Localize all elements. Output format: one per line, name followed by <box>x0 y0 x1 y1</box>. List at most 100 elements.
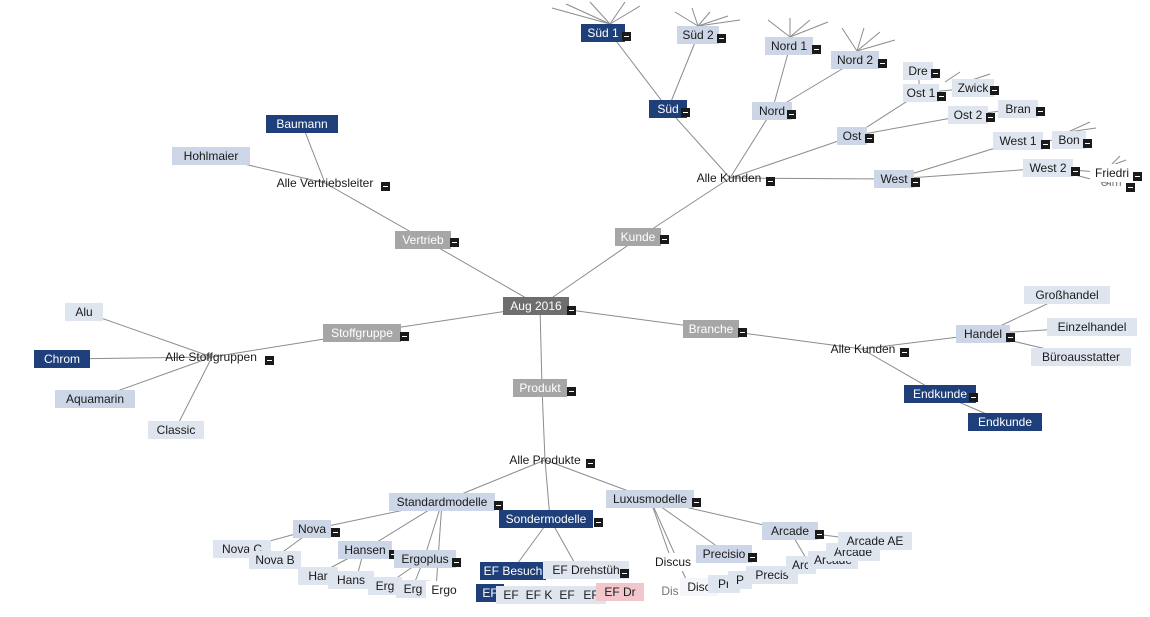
node-nova-b[interactable]: Nova B <box>249 551 301 569</box>
node-luxusmodelle[interactable]: Luxusmodelle <box>606 490 694 508</box>
collapse-icon[interactable] <box>381 182 390 191</box>
collapse-icon[interactable] <box>1126 183 1135 192</box>
collapse-icon[interactable] <box>986 113 995 122</box>
collapse-icon[interactable] <box>331 528 340 537</box>
node-erg-1[interactable]: Erg <box>368 577 402 595</box>
collapse-icon[interactable] <box>787 110 796 119</box>
node-arcade-ae[interactable]: Arcade AE <box>838 532 912 550</box>
collapse-icon[interactable] <box>812 45 821 54</box>
collapse-icon[interactable] <box>494 501 503 510</box>
node-ergoplus[interactable]: Ergoplus <box>394 550 456 568</box>
collapse-icon[interactable] <box>1133 172 1142 181</box>
root-node[interactable]: Aug 2016 <box>503 297 569 315</box>
node-ef-dr[interactable]: EF Dr <box>596 583 644 601</box>
collapse-icon[interactable] <box>990 86 999 95</box>
collapse-icon[interactable] <box>931 69 940 78</box>
node-endkunde[interactable]: Endkunde <box>904 385 976 403</box>
collapse-icon[interactable] <box>969 393 978 402</box>
node-dre[interactable]: Dre <box>903 62 933 80</box>
collapse-icon[interactable] <box>594 518 603 527</box>
collapse-icon[interactable] <box>865 134 874 143</box>
node-ost-1[interactable]: Ost 1 <box>903 84 939 102</box>
node-nord-2[interactable]: Nord 2 <box>831 51 879 69</box>
node-baumann[interactable]: Baumann <box>266 115 338 133</box>
collapse-icon[interactable] <box>738 328 747 337</box>
collapse-icon[interactable] <box>717 34 726 43</box>
collapse-icon[interactable] <box>400 332 409 341</box>
node-west-1[interactable]: West 1 <box>993 132 1043 150</box>
collapse-icon[interactable] <box>900 348 909 357</box>
node-bueroausstatter[interactable]: Büroausstatter <box>1031 348 1131 366</box>
node-standardmodelle[interactable]: Standardmodelle <box>389 493 495 511</box>
collapse-icon[interactable] <box>567 387 576 396</box>
node-friedri[interactable]: Friedri <box>1090 164 1134 182</box>
node-bran[interactable]: Bran <box>998 100 1038 118</box>
collapse-icon[interactable] <box>911 178 920 187</box>
node-ef-b[interactable]: EF <box>496 586 526 604</box>
node-hans[interactable]: Hans <box>328 571 374 589</box>
node-hohlmaier[interactable]: Hohlmaier <box>172 147 250 165</box>
node-sondermodelle[interactable]: Sondermodelle <box>499 510 593 528</box>
node-ergo[interactable]: Ergo <box>426 581 462 599</box>
dimension-vertrieb[interactable]: Vertrieb <box>395 231 451 249</box>
collapse-icon[interactable] <box>1006 333 1015 342</box>
node-endkunde-leaf[interactable]: Endkunde <box>968 413 1042 431</box>
node-west-2[interactable]: West 2 <box>1023 159 1073 177</box>
collapse-icon[interactable] <box>937 92 946 101</box>
node-einzelhandel[interactable]: Einzelhandel <box>1047 318 1137 336</box>
node-nord[interactable]: Nord <box>752 102 792 120</box>
node-alle-produkte[interactable]: Alle Produkte <box>509 453 581 467</box>
node-classic[interactable]: Classic <box>148 421 204 439</box>
node-dis[interactable]: Dis <box>661 584 679 598</box>
collapse-icon[interactable] <box>265 356 274 365</box>
node-west[interactable]: West <box>874 170 914 188</box>
collapse-icon[interactable] <box>692 498 701 507</box>
node-precis[interactable]: Precis <box>746 566 798 584</box>
collapse-icon[interactable] <box>681 108 690 117</box>
collapse-icon[interactable] <box>452 558 461 567</box>
collapse-icon[interactable] <box>748 553 757 562</box>
collapse-icon[interactable] <box>586 459 595 468</box>
dimension-stoffgruppe[interactable]: Stoffgruppe <box>323 324 401 342</box>
collapse-icon[interactable] <box>878 59 887 68</box>
node-sued-1[interactable]: Süd 1 <box>581 24 625 42</box>
node-nord-1[interactable]: Nord 1 <box>765 37 813 55</box>
node-ef-besuch[interactable]: EF Besuch <box>480 562 546 580</box>
node-alle-kunden-branche[interactable]: Alle Kunden <box>830 342 896 356</box>
collapse-icon[interactable] <box>1041 140 1050 149</box>
node-ef-drehstueh[interactable]: EF Drehstüh <box>543 561 629 579</box>
node-sued[interactable]: Süd <box>649 100 687 118</box>
collapse-icon[interactable] <box>766 177 775 186</box>
node-discus[interactable]: Discus <box>650 553 696 571</box>
collapse-icon[interactable] <box>567 306 576 315</box>
node-ost[interactable]: Ost <box>837 127 867 145</box>
collapse-icon[interactable] <box>622 32 631 41</box>
node-ef-k[interactable]: EF K <box>520 586 558 604</box>
dimension-branche[interactable]: Branche <box>683 320 739 338</box>
collapse-icon[interactable] <box>450 238 459 247</box>
node-arcade[interactable]: Arcade <box>762 522 818 540</box>
node-aquamarin[interactable]: Aquamarin <box>55 390 135 408</box>
node-sued-2[interactable]: Süd 2 <box>677 26 719 44</box>
node-alle-vertriebsleiter[interactable]: Alle Vertriebsleiter <box>276 176 374 190</box>
node-chrom[interactable]: Chrom <box>34 350 90 368</box>
collapse-icon[interactable] <box>620 569 629 578</box>
dimension-kunde[interactable]: Kunde <box>615 228 661 246</box>
collapse-icon[interactable] <box>1071 167 1080 176</box>
node-ef-c[interactable]: EF <box>552 586 582 604</box>
node-ost-2[interactable]: Ost 2 <box>948 106 988 124</box>
collapse-icon[interactable] <box>815 530 824 539</box>
node-handel[interactable]: Handel <box>956 325 1010 343</box>
collapse-icon[interactable] <box>1083 139 1092 148</box>
node-alu[interactable]: Alu <box>65 303 103 321</box>
node-alle-kunden[interactable]: Alle Kunden <box>696 171 762 185</box>
node-nova[interactable]: Nova <box>293 520 331 538</box>
node-grosshandel[interactable]: Großhandel <box>1024 286 1110 304</box>
collapse-icon[interactable] <box>660 235 669 244</box>
node-alle-stoffgruppen[interactable]: Alle Stoffgruppen <box>165 350 257 364</box>
node-bon[interactable]: Bon <box>1052 131 1086 149</box>
node-precisio[interactable]: Precisio <box>696 545 752 563</box>
node-erg-2[interactable]: Erg <box>396 580 430 598</box>
collapse-icon[interactable] <box>1036 107 1045 116</box>
dimension-produkt[interactable]: Produkt <box>513 379 567 397</box>
